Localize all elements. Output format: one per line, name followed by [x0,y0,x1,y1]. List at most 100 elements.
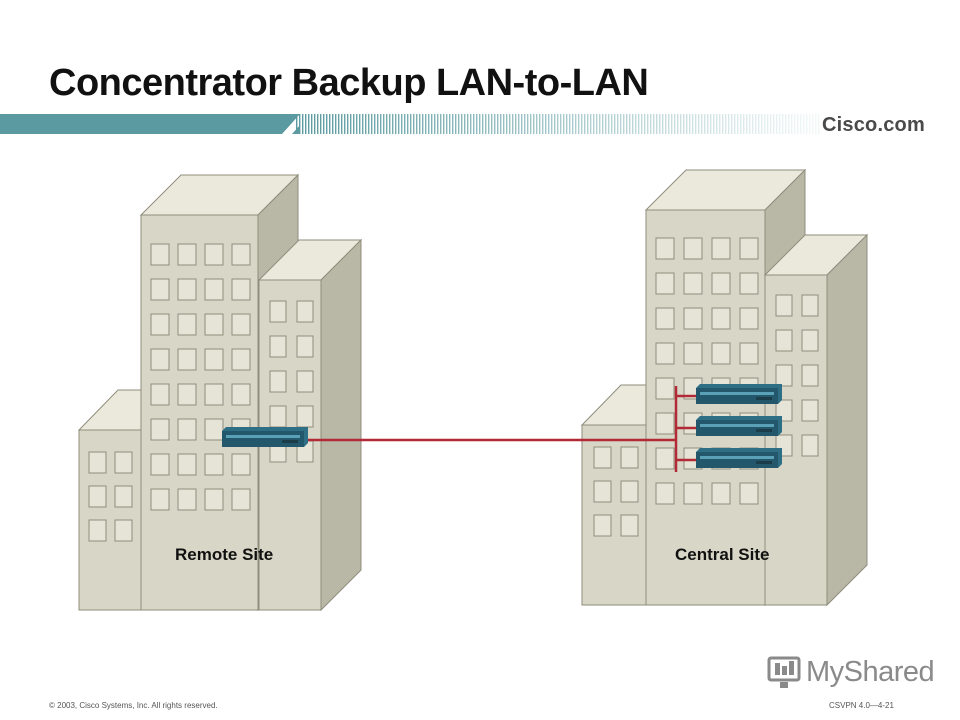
central-site-building [580,168,869,607]
copyright-text: © 2003, Cisco Systems, Inc. All rights r… [49,701,218,710]
building-window [150,453,170,476]
building-window [269,405,287,428]
building-window [231,313,251,336]
building-window [204,488,224,511]
building-window [801,364,819,387]
building-window [231,453,251,476]
building-window [177,313,197,336]
building-window [593,514,612,537]
central-concentrator-1 [696,384,782,404]
building-window [269,300,287,323]
building-window [88,519,107,542]
building-window [269,370,287,393]
building-window [620,446,639,469]
building-window [177,418,197,441]
building-window [296,335,314,358]
building-window [204,453,224,476]
building-window [231,383,251,406]
course-code: CSVPN 4.0—4-21 [829,701,894,710]
building-window [655,272,675,295]
building-window [655,342,675,365]
watermark-text: MyShared [806,656,935,688]
building-window [711,307,731,330]
building-window [114,519,133,542]
building-window [620,514,639,537]
building-window [593,480,612,503]
central-site-label: Central Site [675,545,770,564]
building-window [177,278,197,301]
building-window [296,370,314,393]
lan-to-lan-link [306,386,698,472]
building-window [231,348,251,371]
building-window [683,342,703,365]
building-window [683,237,703,260]
building-window [711,272,731,295]
building-window [655,412,675,435]
building-window [150,383,170,406]
building-window [739,237,759,260]
building-window [177,488,197,511]
building-window [204,278,224,301]
building-window [231,278,251,301]
building-window [801,434,819,457]
building-window [114,451,133,474]
building-window [296,300,314,323]
building-window [655,447,675,470]
building-window [711,342,731,365]
building-window [231,243,251,266]
central-concentrator-2 [696,416,782,436]
building-window [683,482,703,505]
building-window [655,237,675,260]
building-window [801,329,819,352]
remote-concentrator [222,427,308,447]
building-window [739,342,759,365]
slide-title: Concentrator Backup LAN-to-LAN [49,62,649,104]
building-window [593,446,612,469]
building-window [150,488,170,511]
building-window [204,418,224,441]
building-window [177,383,197,406]
remote-site-label: Remote Site [175,545,274,564]
building-window [655,377,675,400]
building-window [801,294,819,317]
central-concentrator-3 [696,448,782,468]
building-window [88,451,107,474]
building-window [204,243,224,266]
building-window [683,272,703,295]
building-window [655,307,675,330]
building-window [683,307,703,330]
building-window [655,482,675,505]
monitor-logo-icon [767,656,801,688]
building-window [204,348,224,371]
building-window [620,480,639,503]
building-window [739,307,759,330]
building-window [775,329,793,352]
building-window [739,482,759,505]
building-window [296,405,314,428]
building-window [150,243,170,266]
building-window [231,488,251,511]
building-window [775,294,793,317]
remote-site-building [77,173,363,612]
building-window [711,482,731,505]
building-window [204,383,224,406]
building-window [150,348,170,371]
building-window [150,278,170,301]
building-window [150,418,170,441]
title-bar [0,114,820,134]
building-window [177,453,197,476]
building-window [775,364,793,387]
building-window [739,272,759,295]
building-window [204,313,224,336]
building-window [177,348,197,371]
building-window [150,313,170,336]
building-window [775,399,793,422]
building-window [114,485,133,508]
building-window [88,485,107,508]
building-window [269,335,287,358]
building-window [711,237,731,260]
building-window [801,399,819,422]
cisco-brand[interactable]: Cisco.com [822,114,925,136]
building-window [177,243,197,266]
